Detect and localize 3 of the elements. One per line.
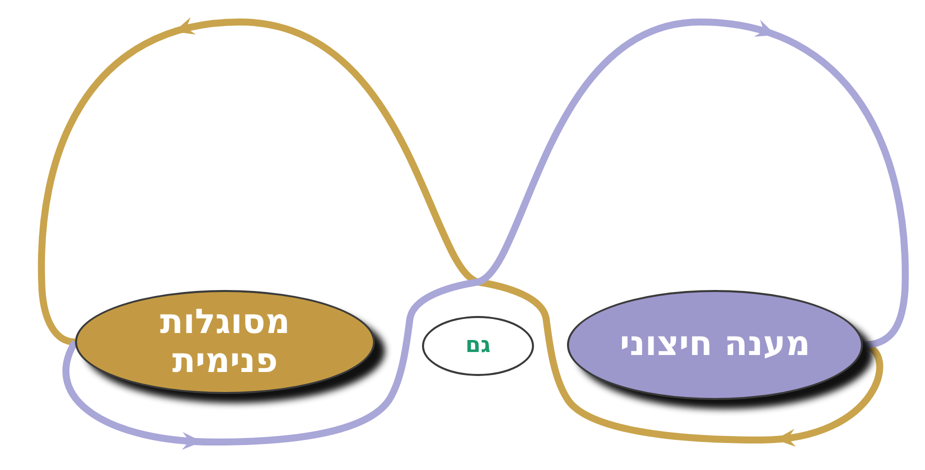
node-label: גם [465,333,491,359]
node-label: מסוגלות פנימית [158,302,292,382]
node-label: מענה חיצוני [620,325,810,365]
